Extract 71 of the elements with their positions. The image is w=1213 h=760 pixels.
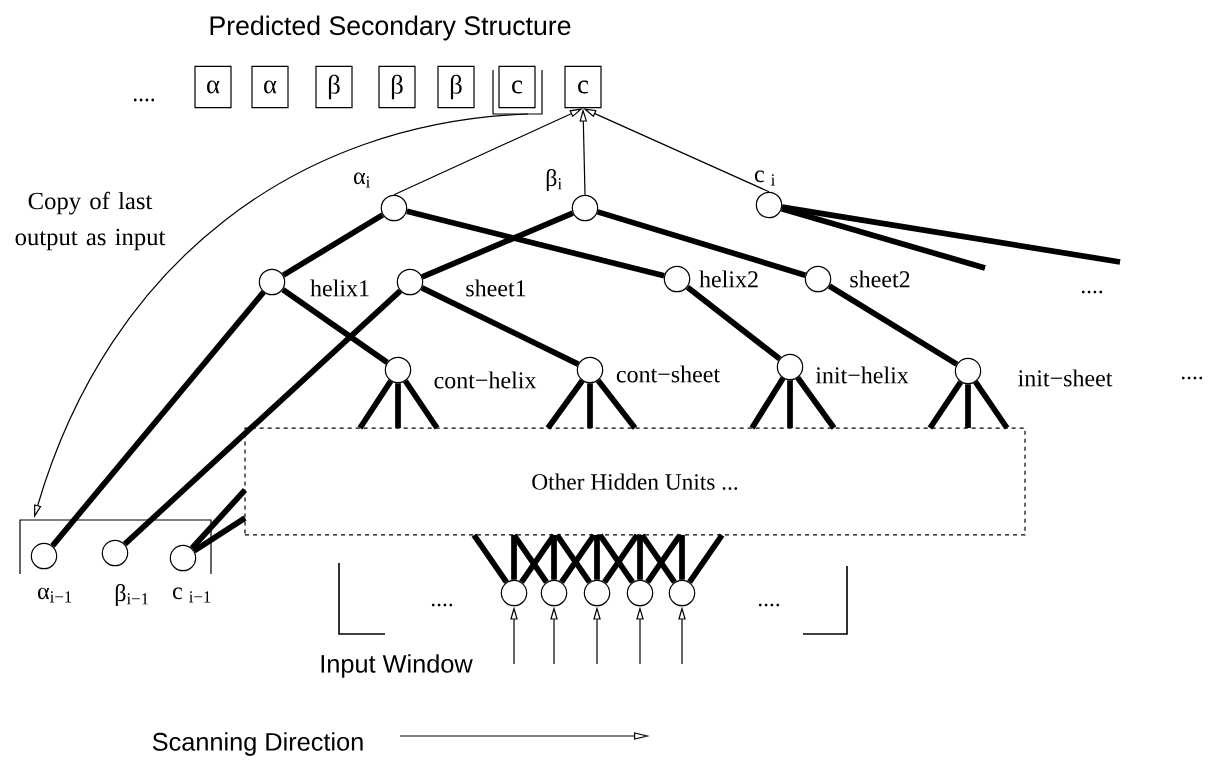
connection-line — [595, 378, 638, 430]
connection-line — [685, 284, 782, 362]
connection-line — [281, 212, 385, 278]
output-box: β — [437, 65, 475, 109]
connection-line — [587, 383, 593, 428]
unit-label: α$_{i−1}$ — [38, 587, 72, 603]
connection-line — [927, 380, 964, 430]
output-box: β — [378, 65, 416, 109]
output-box: c — [564, 65, 602, 109]
unit-label: helix2 — [699, 270, 758, 288]
unit-circle — [626, 579, 654, 607]
caption-text: Input Window — [321, 654, 473, 678]
connection-line — [781, 204, 1121, 265]
connection-line — [795, 376, 837, 430]
unit-label: init−sheet — [1018, 369, 1113, 387]
unit-label: sheet2 — [850, 270, 910, 288]
connection-line — [965, 384, 971, 428]
connection-line — [406, 208, 665, 279]
ellipsis: .... — [431, 603, 453, 607]
unit-label: helix1 — [310, 279, 369, 297]
caption-text: Scanning Direction — [152, 732, 363, 756]
output-box: c — [492, 65, 543, 115]
connection-line — [596, 209, 807, 278]
unit-label: α$_{i}$ — [353, 172, 370, 188]
unit-label: sheet1 — [466, 279, 526, 297]
ellipsis: .... — [133, 98, 155, 102]
output-box: α — [194, 65, 232, 109]
unit-label: c $_{i}$ — [754, 170, 775, 186]
ellipsis: .... — [758, 603, 780, 607]
connection-line — [471, 533, 509, 584]
connection-line — [679, 535, 685, 580]
unit-label: init−helix — [815, 366, 909, 384]
connection-line — [639, 533, 677, 584]
connection-line — [281, 287, 389, 365]
connection-line — [749, 376, 786, 430]
hidden-units-box: Other Hidden Units ... — [244, 427, 1026, 536]
connection-line — [189, 488, 248, 551]
unit-circle — [540, 579, 568, 607]
connection-line — [545, 379, 585, 430]
connection-line — [787, 380, 793, 428]
output-box: α — [251, 65, 289, 109]
connection-line — [192, 515, 247, 554]
connection-line — [594, 535, 600, 580]
ellipsis: .... — [1081, 290, 1103, 294]
connection-line — [511, 535, 517, 580]
unit-label: c $_{i−1}$ — [173, 587, 211, 603]
connection-line — [403, 379, 440, 430]
connection-line — [421, 210, 574, 280]
unit-label: cont−sheet — [616, 365, 720, 383]
connection-line — [687, 533, 725, 584]
connection-line — [357, 379, 394, 430]
output-box: β — [315, 65, 353, 109]
unit-circle — [500, 579, 528, 607]
unit-label: cont−helix — [434, 371, 537, 389]
connection-line — [50, 290, 266, 548]
connection-line — [420, 285, 580, 367]
unit-label: β$_{i}$ — [546, 169, 562, 191]
unit-label: β$_{i−1}$ — [115, 584, 149, 606]
unit-circle — [583, 579, 611, 607]
connection-line — [973, 380, 1010, 430]
connection-line — [637, 535, 643, 580]
connection-line — [511, 533, 549, 584]
unit-circle — [668, 579, 696, 607]
ellipsis: .... — [1181, 376, 1203, 380]
connection-line — [395, 383, 401, 428]
connection-line — [122, 288, 403, 547]
note-text: Copy of last output as input — [15, 191, 166, 251]
connection-line — [551, 535, 557, 580]
connection-line — [827, 283, 959, 367]
bracket — [19, 519, 212, 575]
title: Predicted Secondary Structure — [210, 15, 571, 41]
